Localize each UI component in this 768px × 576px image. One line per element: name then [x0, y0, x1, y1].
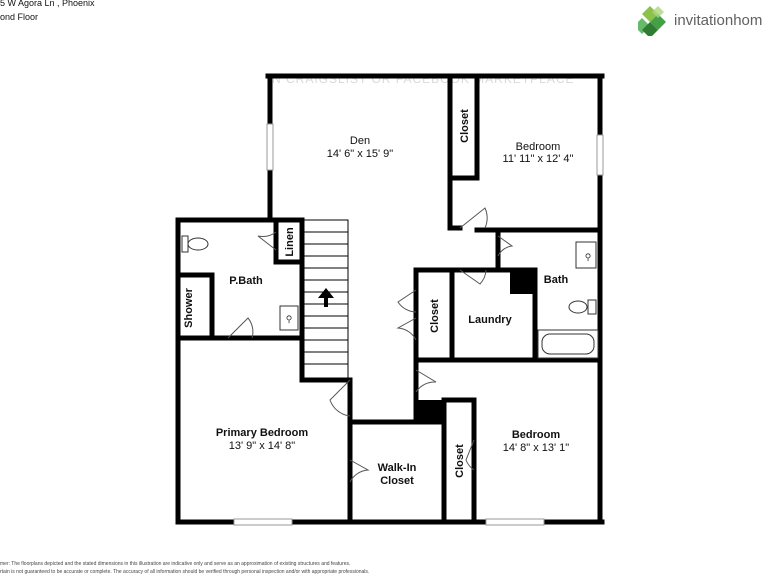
brand-logo: invitationhom	[634, 4, 768, 38]
room-name-closet-top: Closet	[459, 109, 471, 143]
utility-block	[510, 272, 534, 294]
room-name-walkin-line2: Closet	[380, 475, 414, 487]
floor-label: ond Floor	[0, 12, 39, 22]
room-name-closet-bottom: Closet	[454, 444, 466, 478]
room-name-pbath: P.Bath	[229, 275, 263, 287]
staircase	[303, 219, 349, 379]
windows	[233, 123, 604, 526]
room-dims-primary-bedroom: 13' 9" x 14' 8"	[229, 440, 296, 452]
room-name-den: Den	[350, 135, 370, 147]
room-name-linen: Linen	[284, 227, 296, 257]
room-name-laundry: Laundry	[468, 314, 512, 326]
disclaimer-line-2: rtain is not guaranteed to be accurate o…	[0, 569, 370, 575]
property-address: 5 W Agora Ln , Phoenix	[0, 0, 95, 8]
disclaimer: mer: The floorplans depicted and the sta…	[0, 560, 768, 576]
doors	[227, 207, 514, 483]
brand-diamond-icon	[634, 6, 666, 38]
brand-name: invitationhom	[674, 12, 763, 29]
svg-text:⚲: ⚲	[585, 252, 592, 262]
room-name-shower: Shower	[183, 287, 195, 327]
sink-icon: ⚲	[279, 305, 299, 331]
room-name-primary-bedroom: Primary Bedroom	[216, 427, 309, 439]
toilet-icon	[181, 235, 209, 253]
sink-icon-bath: ⚲	[575, 241, 597, 269]
room-name-closet-mid: Closet	[429, 299, 441, 333]
header: 5 W Agora Ln , Phoenix ond Floor invitat…	[0, 0, 768, 40]
room-name-walkin-line1: Walk-In	[378, 462, 417, 474]
utility-block-2	[416, 400, 444, 422]
room-dims-bedroom-top: 11' 11" x 12' 4"	[503, 153, 574, 165]
svg-text:⚲: ⚲	[286, 314, 293, 324]
toilet-icon-bath	[568, 299, 597, 315]
disclaimer-line-1: mer: The floorplans depicted and the sta…	[0, 561, 351, 567]
room-name-bedroom-bottom: Bedroom	[512, 429, 561, 441]
room-name-bath: Bath	[544, 274, 569, 286]
room-dims-bedroom-bottom: 14' 8" x 13' 1"	[503, 442, 570, 454]
room-name-bedroom-top: Bedroom	[516, 141, 561, 153]
room-dims-den: 14' 6" x 15' 9"	[327, 148, 394, 160]
bathtub-icon	[537, 329, 599, 359]
stair-arrow-icon	[318, 288, 334, 307]
